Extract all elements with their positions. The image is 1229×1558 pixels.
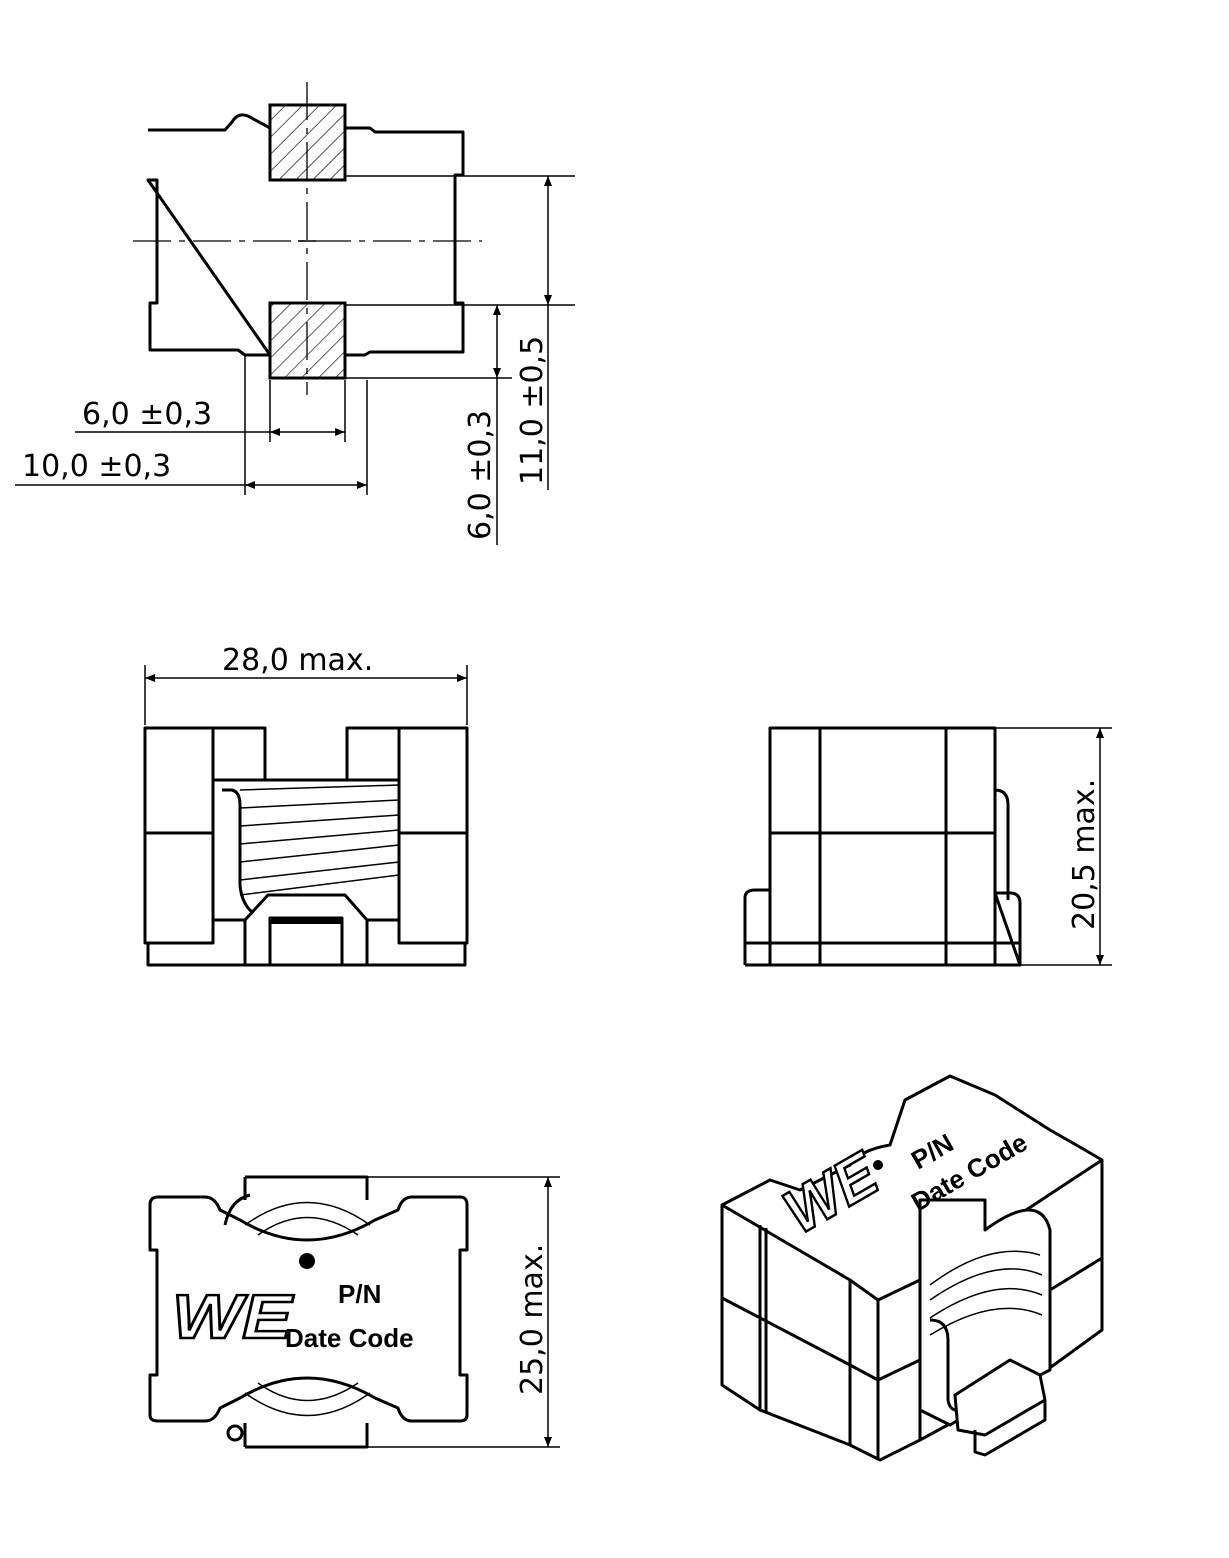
pad-layout-view: 11,0 ±0,5 6,0 ±0,3 6,0 ±0,3 10,0 ±0,3 <box>15 82 575 545</box>
width-dimension: 28,0 max. <box>222 643 373 678</box>
isometric-view: WE P/N Date Code <box>720 1074 1104 1462</box>
depth-dimension: 25,0 max. <box>515 1244 550 1395</box>
part-number-marking: P/N <box>338 1279 381 1309</box>
pad-width-dimension: 6,0 ±0,3 <box>82 397 212 432</box>
front-view: 28,0 max. <box>143 643 469 967</box>
side-view: 20,5 max. <box>743 726 1112 967</box>
pad-span-dimension: 10,0 ±0,3 <box>22 449 171 484</box>
pad-pitch-dimension: 11,0 ±0,5 <box>515 336 550 485</box>
bottom-view: WE P/N Date Code 25,0 max. <box>148 1175 560 1449</box>
height-dimension: 20,5 max. <box>1067 779 1102 930</box>
we-logo: WE <box>172 1283 294 1352</box>
pad-length-dimension: 6,0 ±0,3 <box>463 410 498 540</box>
date-code-marking: Date Code <box>285 1323 414 1353</box>
